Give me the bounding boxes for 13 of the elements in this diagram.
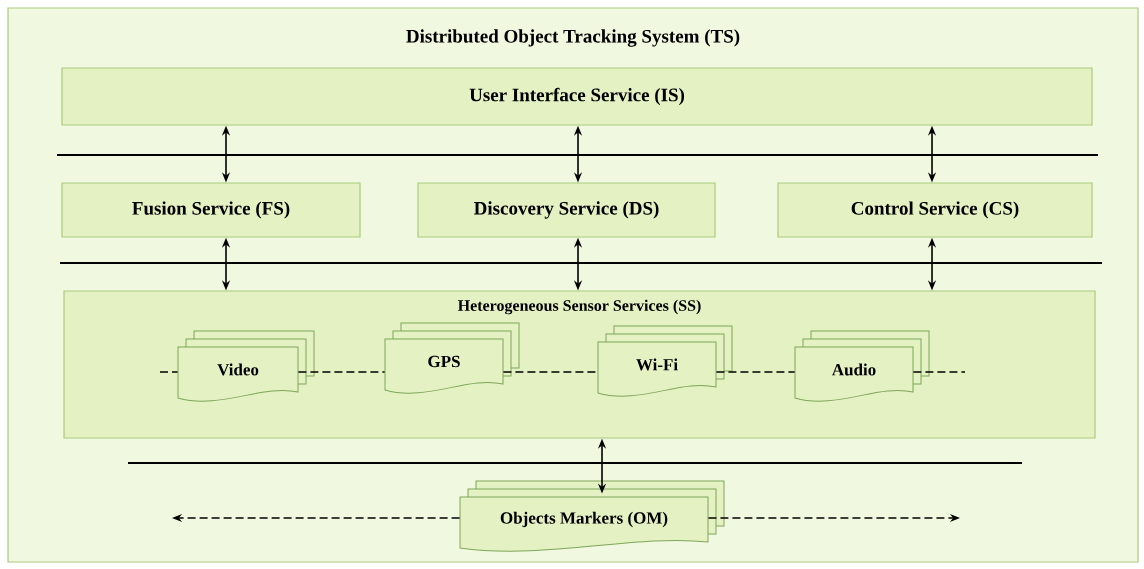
document-stack: Audio: [794, 330, 930, 402]
document-stack: Video: [177, 330, 315, 402]
service-box: User Interface Service (IS): [61, 67, 1093, 126]
dashed-line: [159, 371, 179, 373]
service-box: Fusion Service (FS): [61, 182, 361, 238]
document-stack: Wi-Fi: [597, 325, 733, 397]
document-stack: GPS: [384, 322, 520, 394]
service-box: Discovery Service (DS): [417, 182, 716, 238]
service-box: Control Service (CS): [777, 182, 1093, 238]
document-stack: Objects Markers (OM): [459, 480, 725, 552]
dashed-line: [297, 371, 386, 373]
dashed-line: [715, 371, 796, 373]
dashed-line: [912, 371, 966, 373]
